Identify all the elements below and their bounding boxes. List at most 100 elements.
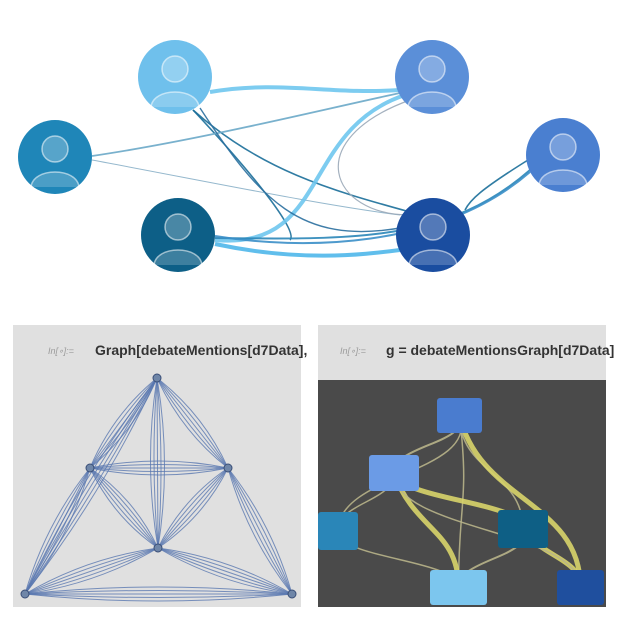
graph-edge — [24, 547, 159, 595]
edge — [91, 92, 401, 157]
edge — [214, 171, 531, 245]
graph-edge — [227, 467, 293, 595]
graph-edge — [24, 377, 158, 595]
graph-edge — [156, 377, 229, 469]
graph-edge — [457, 414, 583, 588]
graph-edge — [24, 593, 293, 598]
graph-vertex — [152, 373, 162, 383]
person-avatar-node — [18, 120, 92, 194]
graph-edge — [89, 467, 159, 549]
person-avatar-node — [138, 40, 212, 114]
edge — [209, 85, 401, 94]
graph-edge — [157, 547, 293, 595]
graph-edge — [24, 547, 159, 595]
graph-edge — [89, 464, 229, 469]
graph-edge — [156, 377, 229, 469]
person-avatar-node — [396, 198, 470, 272]
edge — [464, 159, 529, 211]
graph-vertex-box — [437, 398, 482, 433]
left-notebook-panel — [13, 325, 301, 607]
graph-edge — [157, 547, 293, 595]
graph-edge — [24, 377, 158, 595]
graph-edge — [89, 460, 229, 469]
graph-edge — [227, 467, 293, 595]
graph-edge — [156, 377, 162, 549]
graph-edge — [24, 377, 158, 595]
graph-edge — [24, 377, 158, 595]
top-mentions-graph — [18, 40, 600, 272]
person-head-icon — [419, 213, 447, 241]
avatar-circle — [526, 118, 600, 192]
edge — [199, 107, 401, 233]
graph-vertex-box — [557, 570, 604, 605]
graph-edge — [157, 547, 293, 595]
graph-vertex-box — [318, 512, 358, 550]
graph-edge — [227, 467, 293, 595]
person-body-icon — [538, 169, 588, 186]
person-head-icon — [418, 55, 446, 83]
person-body-icon — [407, 91, 457, 108]
graph-edge — [157, 547, 293, 595]
graph-edge — [156, 377, 229, 469]
person-body-icon — [408, 249, 458, 266]
graph-edge — [24, 547, 159, 595]
graph-vertex-box — [498, 510, 548, 548]
graph-vertex-box — [369, 455, 419, 491]
graph-vertex — [85, 463, 95, 473]
edge — [91, 159, 401, 216]
avatar-circle — [18, 120, 92, 194]
right-input-label: In[∘]:= — [340, 346, 366, 356]
graph-edge — [24, 590, 293, 595]
left-input-label: In[∘]:= — [48, 346, 74, 356]
graph-edge — [157, 467, 229, 549]
graph-edge — [24, 547, 159, 595]
graph-edge — [89, 467, 159, 549]
graph-edge — [157, 547, 293, 595]
person-body-icon — [153, 249, 203, 266]
edge — [337, 99, 411, 216]
graph-vertex-box — [430, 570, 487, 605]
graph-edge — [227, 467, 293, 595]
person-avatar-node — [526, 118, 600, 192]
graph-edge — [24, 377, 158, 595]
graph-edge — [157, 467, 229, 549]
person-avatar-node — [395, 40, 469, 114]
graph-edge — [156, 377, 159, 549]
person-head-icon — [161, 55, 189, 83]
graph-vertex — [223, 463, 233, 473]
graph-edge — [227, 467, 293, 595]
graph-edge — [157, 467, 229, 549]
graph-edge — [393, 472, 582, 588]
person-head-icon — [164, 213, 192, 241]
graph-edge — [157, 467, 229, 549]
person-body-icon — [30, 171, 80, 188]
graph-edge — [156, 377, 229, 469]
left-code-line[interactable]: Graph[debateMentions[d7Data], — [95, 342, 308, 358]
edge — [192, 109, 411, 213]
person-avatar-node — [141, 198, 215, 272]
right-code-line[interactable]: g = debateMentionsGraph[d7Data] — [386, 342, 615, 358]
graph-edge — [153, 377, 159, 549]
graph-edge — [150, 377, 159, 549]
graph-edge — [89, 377, 158, 469]
person-head-icon — [41, 135, 69, 163]
person-head-icon — [549, 133, 577, 161]
graph-edge — [24, 586, 293, 595]
graph-vertex — [153, 543, 163, 553]
avatar-circle — [396, 198, 470, 272]
graph-edge — [24, 467, 91, 595]
person-body-icon — [150, 91, 200, 108]
graph-edge — [157, 467, 229, 549]
avatar-circle — [138, 40, 212, 114]
edge — [214, 242, 401, 258]
avatar-circle — [141, 198, 215, 272]
graph-edge — [89, 467, 229, 476]
graph-edge — [24, 467, 91, 595]
avatar-circle — [395, 40, 469, 114]
graph-edge — [89, 377, 158, 469]
graph-edge — [24, 593, 293, 602]
graph-vertex — [287, 589, 297, 599]
graph-vertex — [20, 589, 30, 599]
